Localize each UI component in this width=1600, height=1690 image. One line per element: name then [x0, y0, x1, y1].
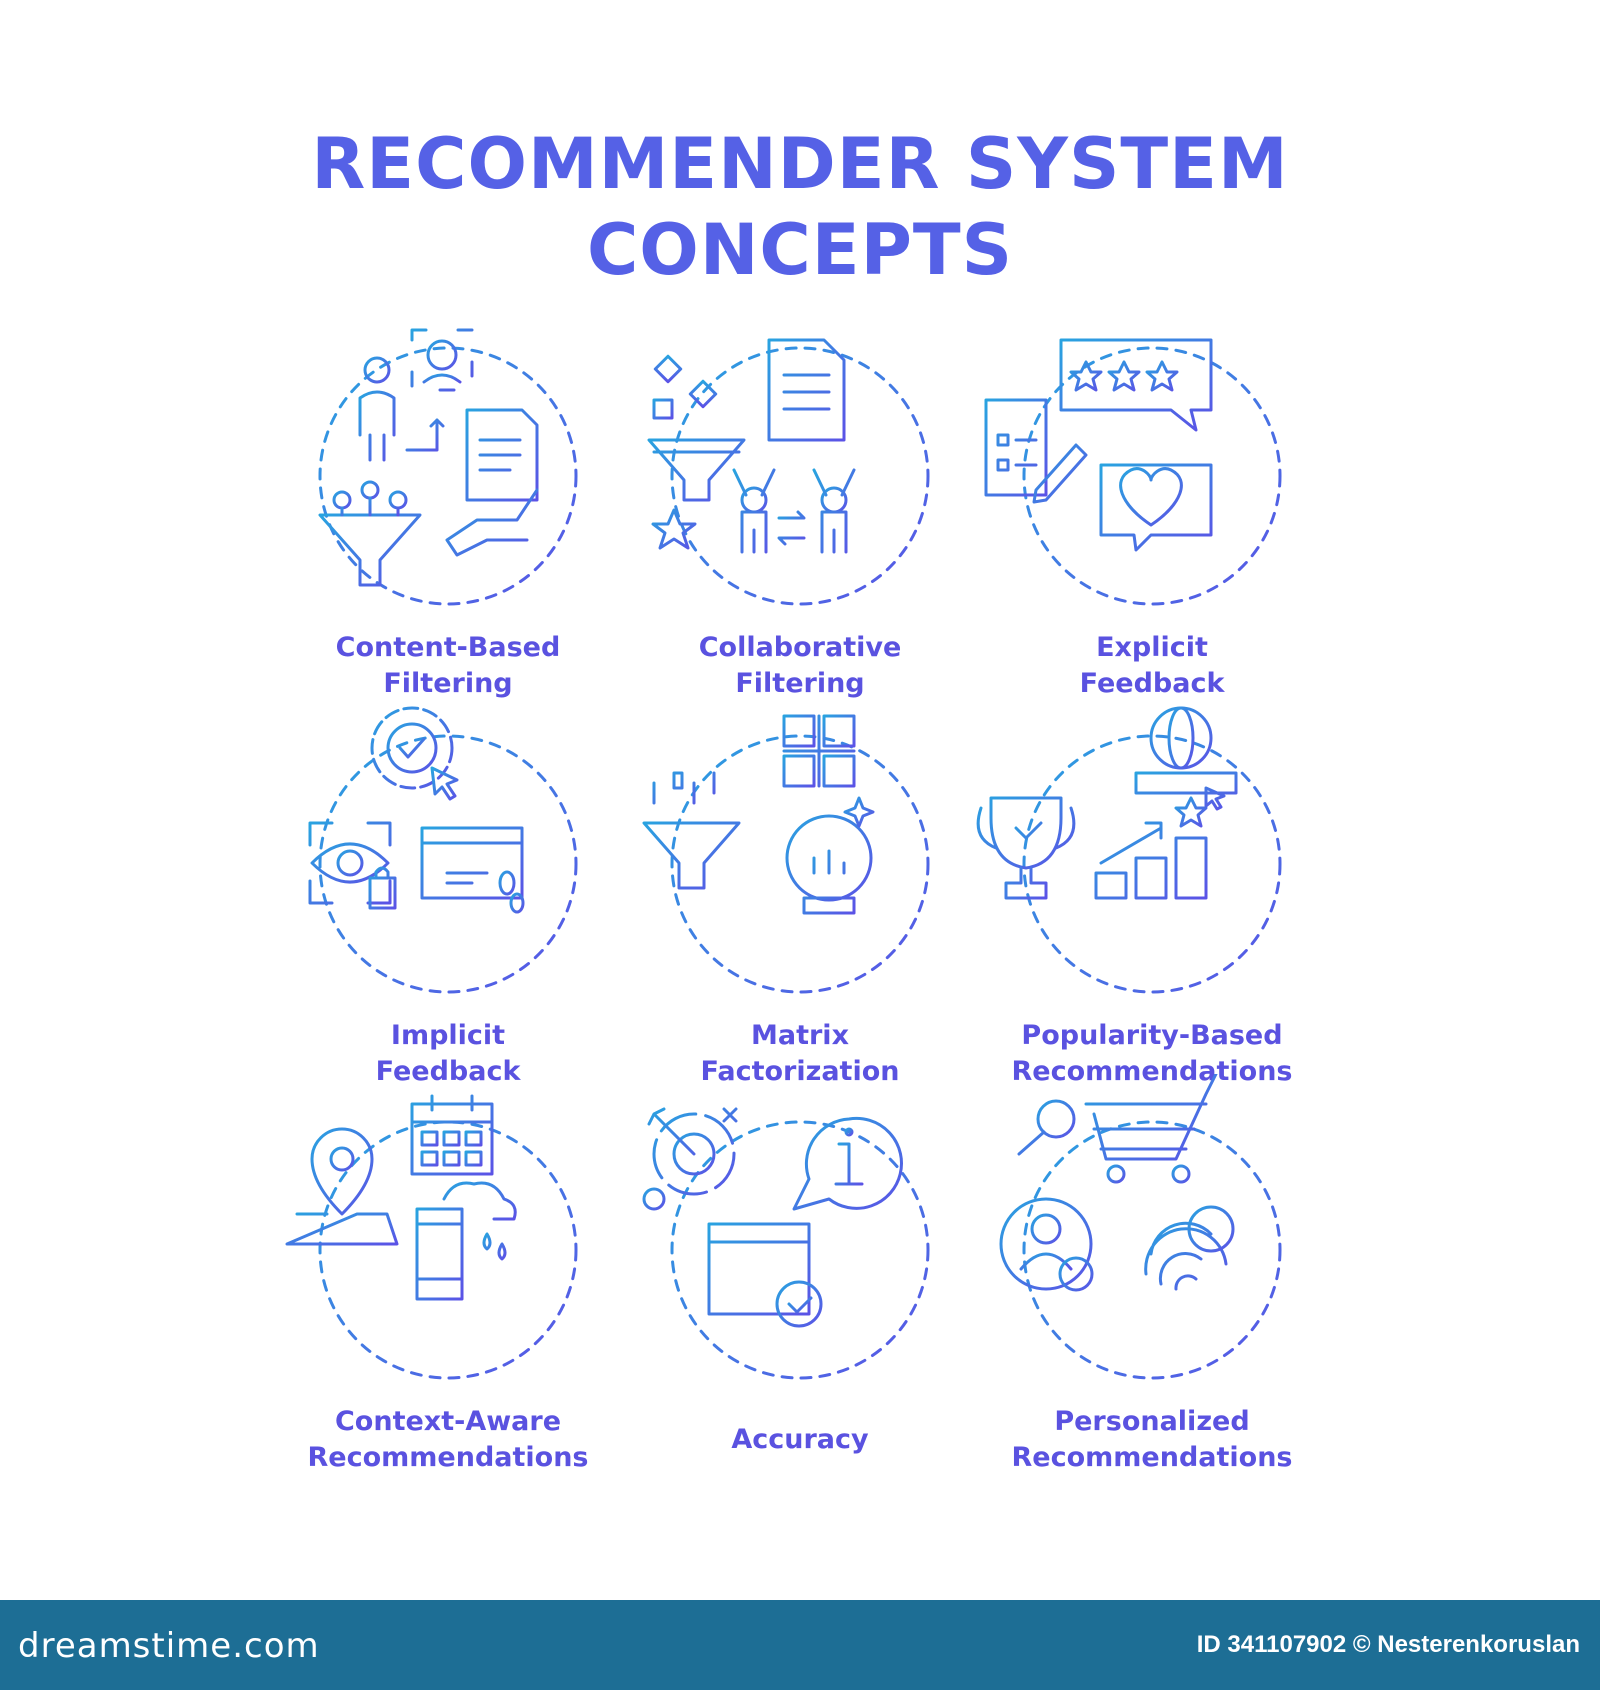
concept-label-line-1: Popularity-Based	[1021, 1020, 1283, 1051]
footer-bar: dreamstime.com ID 341107902 © Nesterenko…	[0, 1600, 1600, 1690]
target-info-window-check-icon	[642, 1107, 930, 1380]
user-profile-funnel-document-icon	[318, 328, 578, 606]
concept-label-line-2: Factorization	[700, 1056, 900, 1087]
concept-label-line-2: Recommendations	[1011, 1442, 1293, 1473]
concept-label-line-1: Collaborative	[698, 632, 902, 663]
concept-label-line-1: Content-Based	[335, 632, 561, 663]
trophy-globe-growth-chart-icon	[976, 706, 1282, 994]
concept-label-line-2: Feedback	[1079, 668, 1225, 699]
brand-logo[interactable]: dreamstime.com	[18, 1626, 320, 1666]
concept-label-line-1: Personalized	[1054, 1406, 1250, 1437]
concept-label-line-2: Filtering	[383, 668, 513, 699]
concept-label-line-2: Recommendations	[1011, 1056, 1293, 1087]
location-calendar-weather-icon	[285, 1094, 578, 1380]
concept-label-line-1: Explicit	[1096, 632, 1208, 663]
concept-label-line-2: Recommendations	[307, 1442, 589, 1473]
matrix-funnel-crystal-ball-icon	[642, 714, 930, 994]
page-title-line-1: RECOMMENDER SYSTEM	[311, 123, 1289, 205]
concept-label-line-1: Matrix	[751, 1020, 849, 1051]
concept-label-line-2: Feedback	[375, 1056, 521, 1087]
star-rating-form-heart-icon	[984, 338, 1282, 606]
cart-user-fingerprint-icon	[999, 1074, 1282, 1380]
concept-label-line-2: Filtering	[735, 668, 865, 699]
image-credit: ID 341107902 © Nesterenkoruslan	[1196, 1631, 1580, 1658]
concept-label-line-1: Implicit	[390, 1020, 506, 1051]
concept-label-line-1: Context-Aware	[334, 1406, 562, 1437]
page-title-line-2: CONCEPTS	[586, 209, 1014, 291]
concept-label-line-1: Accuracy	[731, 1424, 869, 1455]
gear-eye-footprints-icon	[308, 706, 578, 994]
funnel-people-exchange-icon	[647, 338, 930, 606]
